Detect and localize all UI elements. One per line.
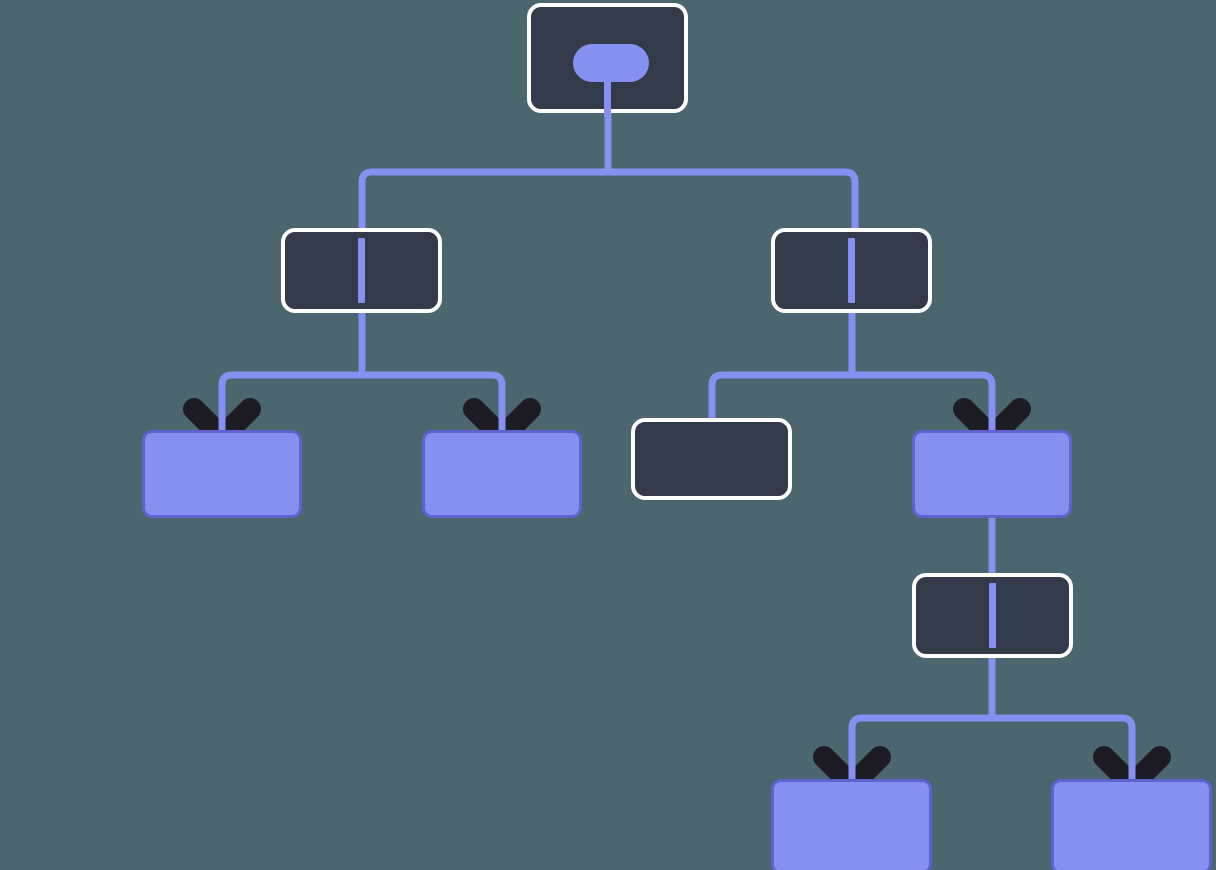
node-n9[interactable]	[1051, 779, 1212, 870]
node-n2[interactable]	[771, 228, 932, 313]
node-n6[interactable]	[912, 430, 1072, 518]
root-pill-icon	[573, 44, 649, 82]
node-n7-inner-line	[989, 583, 996, 648]
node-n7[interactable]	[912, 573, 1073, 658]
edge-root-to-level1	[358, 113, 859, 228]
node-n4[interactable]	[422, 430, 582, 518]
node-n2-inner-line	[848, 238, 855, 303]
node-n3[interactable]	[142, 430, 302, 518]
node-n1-inner-line	[358, 238, 365, 303]
node-n1[interactable]	[281, 228, 442, 313]
node-root[interactable]	[527, 3, 688, 117]
edge-n7-to-children	[848, 658, 1136, 798]
node-n5[interactable]	[631, 418, 792, 500]
root-pill-stem	[604, 62, 611, 117]
node-n8[interactable]	[771, 779, 932, 870]
